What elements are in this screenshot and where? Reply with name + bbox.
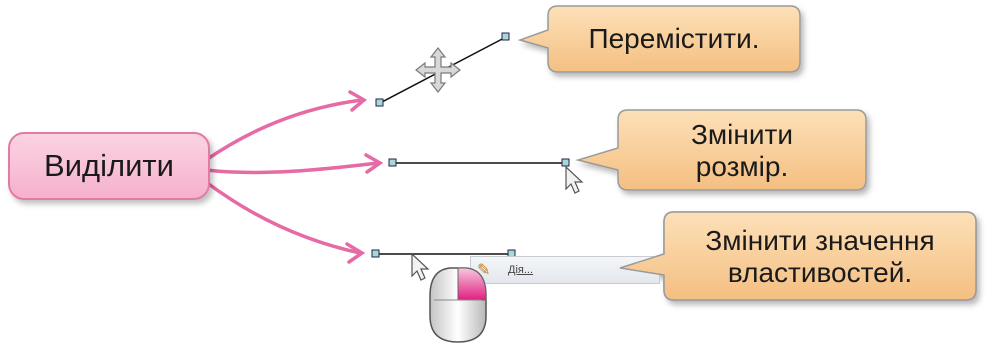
callout-resize-line2: розмір. bbox=[695, 151, 789, 182]
arrow-to-properties bbox=[204, 180, 362, 255]
line-resize[interactable] bbox=[388, 158, 570, 167]
callout-resize-line1: Змінити bbox=[691, 119, 793, 150]
brush-icon: ✎ bbox=[477, 262, 491, 279]
callout-resize bbox=[575, 109, 867, 191]
line-handle-start bbox=[388, 158, 397, 167]
callout-properties-line2: властивостей. bbox=[727, 257, 913, 288]
select-label: Виділити bbox=[44, 148, 174, 183]
line-handle-end bbox=[501, 32, 510, 41]
pointer-cursor-icon bbox=[565, 165, 584, 194]
callout-properties-line1: Змінити значення bbox=[705, 225, 935, 256]
selection-arrows bbox=[204, 90, 384, 264]
callout-move-label: Перемістити. bbox=[588, 23, 760, 54]
line-handle-start bbox=[375, 98, 384, 107]
callout-properties-text: Змінити значення властивостей. bbox=[664, 214, 976, 300]
arrowhead-properties bbox=[345, 242, 366, 264]
arrow-to-resize bbox=[204, 161, 380, 175]
callout-move-text: Перемістити. bbox=[548, 6, 800, 72]
callout-move bbox=[517, 5, 801, 73]
callout-resize-text: Змінити розмір. bbox=[618, 112, 866, 190]
move-icon bbox=[415, 47, 461, 93]
line-handle-start bbox=[371, 249, 380, 258]
context-menu-item-action[interactable]: Дія... bbox=[508, 264, 534, 276]
arrowhead-move bbox=[348, 90, 368, 112]
arrow-to-move bbox=[204, 98, 364, 162]
line-handle-end bbox=[561, 158, 570, 167]
context-menu[interactable]: ✎ Дія... bbox=[470, 256, 660, 284]
arrowhead-resize bbox=[364, 153, 384, 174]
select-pill: Виділити bbox=[8, 132, 210, 200]
